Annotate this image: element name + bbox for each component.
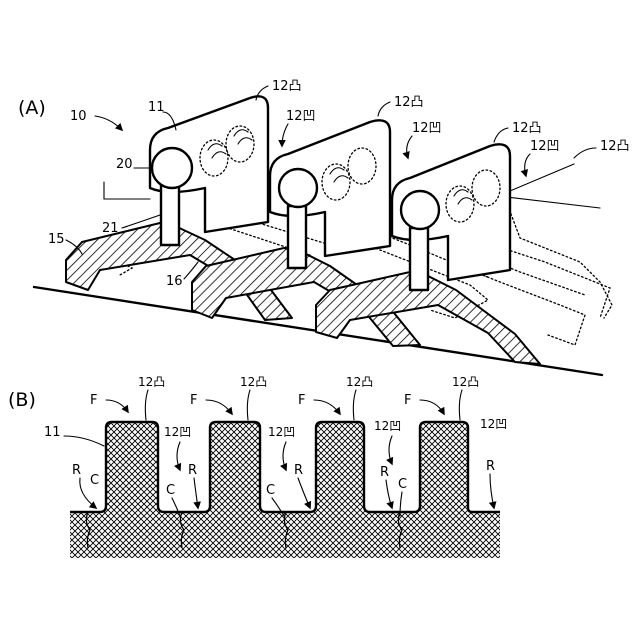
r-label-2: R xyxy=(188,463,197,478)
unit-1-ball xyxy=(152,148,192,188)
f-label-4: F xyxy=(404,393,411,408)
r-label-5: R xyxy=(486,459,495,474)
f-label-1: F xyxy=(90,393,97,408)
rail-right xyxy=(498,196,600,208)
unit-3-ball xyxy=(401,191,439,229)
ref-11-label-b: 11 xyxy=(44,425,61,440)
ref-12-convex-label-4: 12凸 xyxy=(600,139,630,154)
ref-10-arrow xyxy=(95,116,122,130)
b-12-convex-2: 12凸 xyxy=(240,375,267,389)
ref-20-label: 20 xyxy=(116,157,133,172)
ref-12-convex-label-2: 12凸 xyxy=(394,95,424,110)
ref-12-concave-label-2: 12凹 xyxy=(412,121,442,136)
b-12-concave-1: 12凹 xyxy=(164,425,191,439)
unit-2 xyxy=(270,120,390,268)
b-12-concave-4: 12凹 xyxy=(480,417,507,431)
unit-3 xyxy=(392,144,510,290)
ref-12-convex-label-1: 12凸 xyxy=(272,79,302,94)
ref-21-label: 21 xyxy=(102,221,119,236)
c-label-3: C xyxy=(266,483,275,498)
unit-1-post xyxy=(161,185,179,245)
panel-a: (A) xyxy=(18,79,630,375)
unit-1 xyxy=(150,96,268,245)
ref-11-label: 11 xyxy=(148,100,165,115)
unit-3-post xyxy=(410,228,428,290)
c-label-1: C xyxy=(90,473,99,488)
r-label-3: R xyxy=(294,463,303,478)
r-label-4: R xyxy=(380,465,389,480)
b-12-convex-1: 12凸 xyxy=(138,375,165,389)
layer-crosshatch xyxy=(70,422,500,558)
f-label-2: F xyxy=(190,393,197,408)
b-12-concave-2: 12凹 xyxy=(268,425,295,439)
panel-a-tag: (A) xyxy=(18,97,46,119)
c-label-4: C xyxy=(398,477,407,492)
ref-12-convex-label-3: 12凸 xyxy=(512,121,542,136)
ref-12-concave-label-1: 12凹 xyxy=(286,109,316,124)
unit-2-ball xyxy=(279,169,317,207)
ref-16-label: 16 xyxy=(166,274,183,289)
c-label-2: C xyxy=(166,483,175,498)
ref-12-concave-label-3: 12凹 xyxy=(530,139,560,154)
r-label-1: R xyxy=(72,463,81,478)
panel-b: (B) 11 F F F F xyxy=(8,375,507,558)
ref-10-label: 10 xyxy=(70,109,87,124)
ref-15-label: 15 xyxy=(48,232,65,247)
unit-2-post xyxy=(288,206,306,268)
b-12-concave-3: 12凹 xyxy=(374,419,401,433)
b-12-convex-3: 12凸 xyxy=(346,375,373,389)
b-12-convex-4: 12凸 xyxy=(452,375,479,389)
panel-b-tag: (B) xyxy=(8,389,36,411)
f-label-3: F xyxy=(298,393,305,408)
